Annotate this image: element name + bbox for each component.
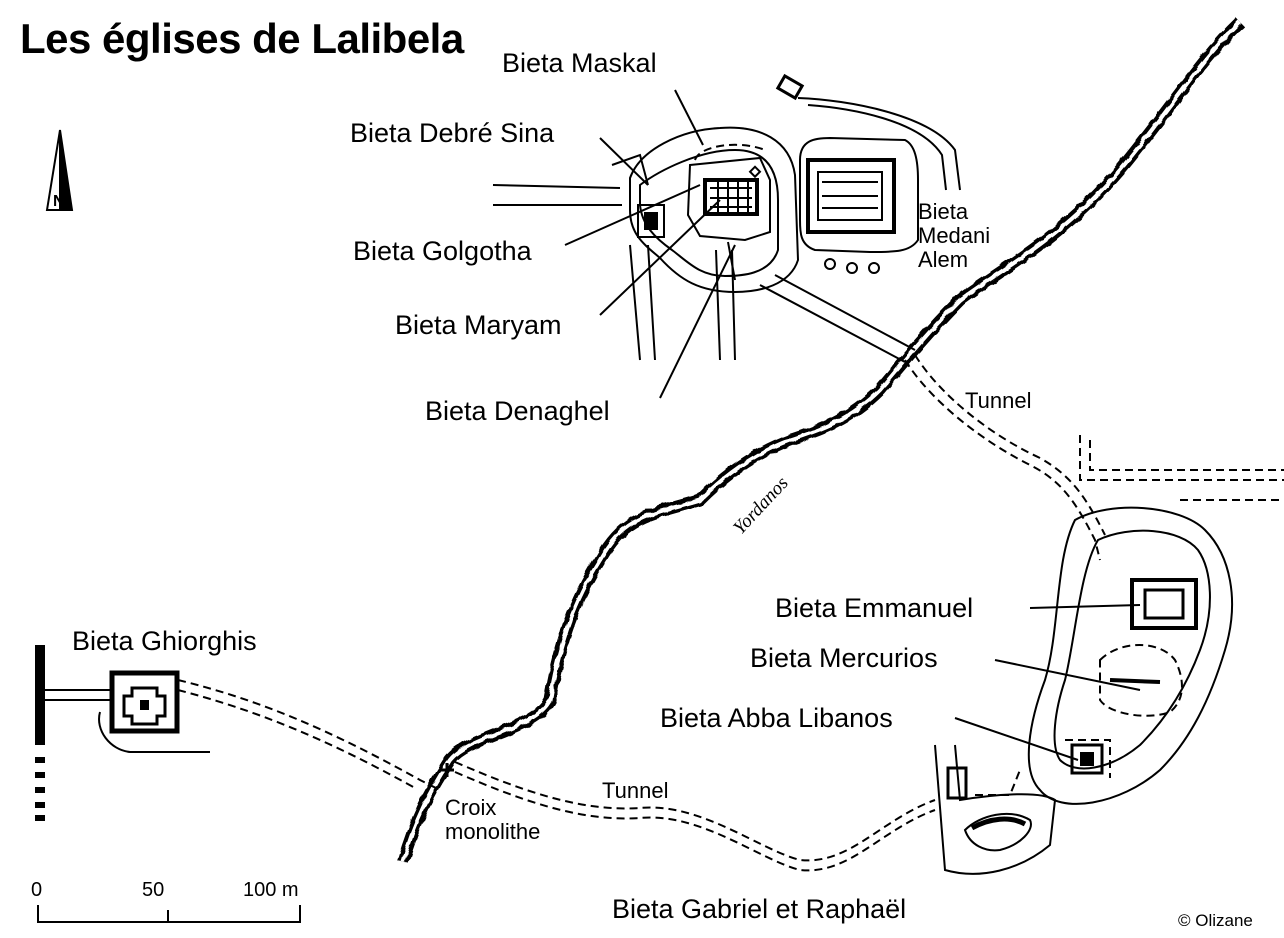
label-croix-line1: Croix bbox=[445, 795, 497, 820]
label-bieta-abba-libanos: Bieta Abba Libanos bbox=[660, 703, 893, 733]
north-arrow-icon bbox=[45, 129, 74, 211]
label-bieta-ghiorghis: Bieta Ghiorghis bbox=[72, 626, 257, 656]
tunnel-south-path bbox=[454, 761, 936, 862]
croix-monolithe-icon bbox=[440, 763, 454, 777]
scale-tick-0: 0 bbox=[31, 879, 43, 901]
label-medani-line2: Medani bbox=[918, 222, 991, 248]
label-tunnel-north: Tunnel bbox=[965, 388, 1032, 413]
label-bieta-medani-alem: Bieta Medani Alem bbox=[918, 200, 990, 271]
label-croix-line2: monolithe bbox=[445, 818, 541, 844]
scale-tick-100m: 100 m bbox=[243, 879, 299, 901]
label-tunnel-south: Tunnel bbox=[602, 778, 669, 803]
north-leader-lines bbox=[564, 89, 736, 399]
label-bieta-maryam: Bieta Maryam bbox=[395, 310, 562, 340]
label-croix-monolithe: Croix monolithe bbox=[445, 796, 540, 844]
east-leader-lines bbox=[954, 604, 1141, 761]
tunnel-north-path bbox=[904, 359, 1101, 561]
north-label: N bbox=[53, 193, 65, 210]
label-bieta-gabriel-raphael: Bieta Gabriel et Raphaël bbox=[612, 894, 907, 924]
scale-bar bbox=[37, 905, 301, 923]
label-bieta-mercurios: Bieta Mercurios bbox=[750, 643, 938, 673]
north-church-group bbox=[492, 73, 961, 363]
scale-tick-50: 50 bbox=[142, 879, 165, 901]
copyright-label: © Olizane bbox=[1178, 911, 1253, 930]
tunnel-ghiorghis-path bbox=[177, 679, 441, 791]
label-medani-line3: Alem bbox=[918, 246, 969, 272]
label-bieta-maskal: Bieta Maskal bbox=[502, 48, 657, 78]
label-bieta-debre-sina: Bieta Debré Sina bbox=[350, 118, 555, 148]
label-bieta-emmanuel: Bieta Emmanuel bbox=[775, 593, 974, 623]
label-medani-line1: Bieta bbox=[918, 199, 969, 224]
west-church-group bbox=[35, 645, 210, 821]
label-bieta-denaghel: Bieta Denaghel bbox=[425, 396, 610, 426]
east-church-group bbox=[934, 435, 1284, 875]
label-bieta-golgotha: Bieta Golgotha bbox=[353, 236, 532, 266]
yordanos-river bbox=[397, 17, 1245, 864]
map-title: Les églises de Lalibela bbox=[20, 15, 464, 62]
